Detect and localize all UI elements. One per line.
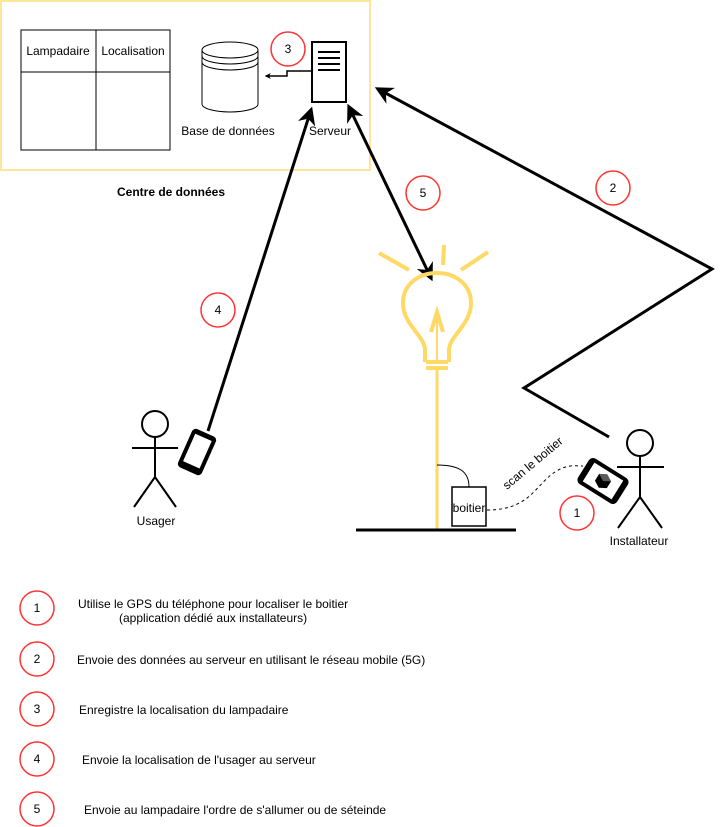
legend-item-1-line2: (application dédié aux installateurs) <box>119 611 308 625</box>
installer-stick-figure-icon <box>617 429 664 529</box>
svg-text:4: 4 <box>34 752 41 766</box>
legend-item-1: Utilise le GPS du téléphone pour localis… <box>78 597 348 625</box>
user-stick-figure-icon <box>132 410 178 508</box>
svg-text:1: 1 <box>34 601 41 615</box>
lightbulb-icon <box>378 244 490 530</box>
legend-item-1-line1: Utilise le GPS du téléphone pour localis… <box>78 597 349 611</box>
badge-4: 4 <box>200 292 236 328</box>
location-table: Lampadaire Localisation <box>20 29 171 151</box>
scan-label: scan le boitier <box>500 434 566 492</box>
box-wire <box>436 464 470 488</box>
database-icon <box>201 41 259 113</box>
server-lamp-arrow <box>347 103 433 282</box>
server-label: Serveur <box>309 124 351 138</box>
datacenter-label: Centre de données <box>117 185 225 199</box>
installer-server-arrow <box>374 87 715 439</box>
svg-text:3: 3 <box>285 42 292 56</box>
badge-1: 1 <box>559 495 595 531</box>
boitier-box <box>451 486 487 527</box>
legend-item-5: Envoie au lampadaire l'ordre de s'allume… <box>84 803 387 817</box>
svg-text:2: 2 <box>610 181 617 195</box>
svg-text:1: 1 <box>574 506 581 520</box>
badge-5: 5 <box>405 175 441 211</box>
table-header-localisation: Localisation <box>101 44 164 58</box>
legend-badges: 1 2 3 4 5 <box>19 590 55 827</box>
svg-text:4: 4 <box>215 303 222 317</box>
user-label: Usager <box>137 514 176 528</box>
table-header-lampadaire: Lampadaire <box>26 44 90 58</box>
datacenter-container <box>0 0 371 171</box>
svg-text:2: 2 <box>34 652 41 666</box>
legend-item-4: Envoie la localisation de l'usager au se… <box>82 753 316 767</box>
installer-label: Installateur <box>610 534 669 548</box>
user-server-arrow <box>206 106 316 432</box>
installer-phone-icon <box>577 457 629 505</box>
legend-item-2: Envoie des données au serveur en utilisa… <box>77 653 426 667</box>
svg-text:5: 5 <box>420 186 427 200</box>
server-icon <box>311 41 347 103</box>
user-phone-icon <box>177 428 217 476</box>
boitier-label: boitier <box>453 501 486 515</box>
svg-text:3: 3 <box>34 702 41 716</box>
legend-item-3: Enregistre la localisation du lampadaire <box>79 703 289 717</box>
server-to-database-arrow <box>264 70 311 79</box>
scan-dashed-line <box>486 465 584 511</box>
badge-2: 2 <box>595 170 631 206</box>
database-label: Base de données <box>181 124 274 138</box>
svg-text:5: 5 <box>34 802 41 816</box>
badge-3: 3 <box>270 31 306 67</box>
